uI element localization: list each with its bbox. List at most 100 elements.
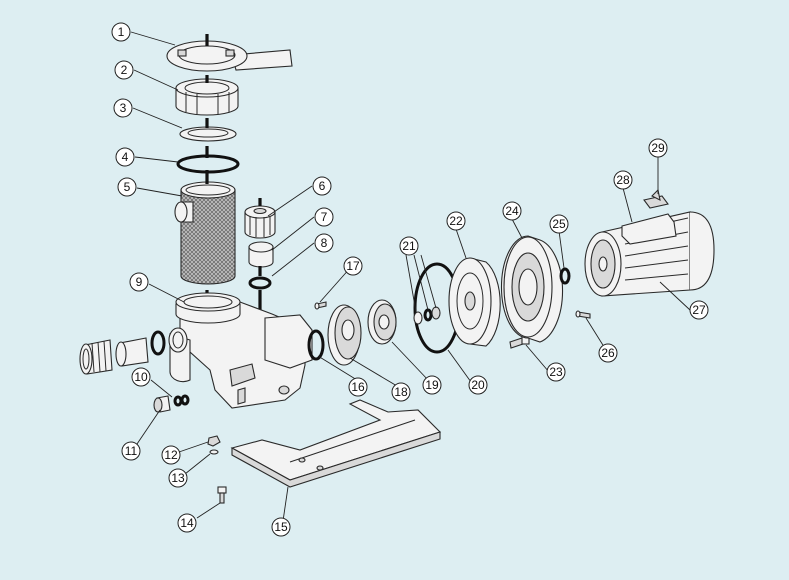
callout-label: 15 [274,520,288,534]
part-callout-3: 3 [113,98,133,118]
part-callout-2: 2 [114,60,134,80]
callout-label: 21 [402,239,416,253]
part-callout-4: 4 [115,147,135,167]
callout-circle [598,343,618,363]
callout-label: 27 [692,303,706,317]
callout-circle [129,272,149,292]
part-callout-27: 27 [689,300,709,320]
part-callout-8: 8 [314,233,334,253]
callout-label: 4 [122,150,129,164]
part-callout-20: 20 [468,375,488,395]
part-callout-23: 23 [546,362,566,382]
clear-lid [179,126,237,142]
lid-o-ring [176,154,240,174]
callout-circle [111,22,131,42]
callout-label: 8 [321,236,328,250]
pump-base [230,399,442,488]
callout-circle [114,60,134,80]
callout-circle [177,513,197,533]
callout-label: 25 [552,217,566,231]
callout-label: 19 [425,378,439,392]
small-screw [314,301,327,310]
motor-bracket [500,235,564,343]
callout-label: 7 [321,210,328,224]
callout-circle [546,362,566,382]
callout-label: 16 [351,380,365,394]
volute-o-ring [307,329,325,361]
motor [584,188,715,297]
callout-circle [399,236,419,256]
lid-assembly-axis [205,34,262,326]
inlet-union [79,330,166,375]
callout-label: 14 [180,516,194,530]
callout-circle [343,256,363,276]
callout-circle [348,377,368,397]
lid-locking-ring [175,78,239,116]
callout-circle [689,300,709,320]
diffuser [327,304,362,366]
callout-circle [161,445,181,465]
lid-wrench [166,40,293,72]
callout-label: 1 [118,25,125,39]
part-callout-5: 5 [117,177,137,197]
callout-label: 2 [121,63,128,77]
strainer-basket [174,181,236,285]
callout-label: 5 [124,180,131,194]
pump-housing [168,292,313,409]
impeller [367,299,397,345]
callout-circle [312,176,332,196]
part-callout-18: 18 [391,382,411,402]
callout-circle [502,201,522,221]
part-callout-7: 7 [314,207,334,227]
part-callout-1: 1 [111,22,131,42]
callout-label: 24 [505,204,519,218]
part-callout-29: 29 [648,138,668,158]
part-callout-26: 26 [598,343,618,363]
callout-circle [131,367,151,387]
callout-circle [422,375,442,395]
callout-label: 28 [616,173,630,187]
callout-label: 17 [346,259,360,273]
part-callout-22: 22 [446,211,466,231]
callout-circle [121,441,141,461]
part-callout-6: 6 [312,176,332,196]
part-callout-15: 15 [271,517,291,537]
part-callout-25: 25 [549,214,569,234]
callout-circle [549,214,569,234]
drain-plug-knurled [244,205,276,239]
callout-label: 29 [651,141,665,155]
part-callout-28: 28 [613,170,633,190]
part-callout-10: 10 [131,367,151,387]
callout-label: 11 [125,444,138,458]
shaft-o-ring [559,267,571,285]
drain-plug [153,394,190,413]
part-callout-19: 19 [422,375,442,395]
callout-circle [271,517,291,537]
part-callout-9: 9 [129,272,149,292]
part-callout-21: 21 [399,236,419,256]
callout-label: 12 [164,448,178,462]
callout-label: 23 [549,365,563,379]
callout-label: 13 [171,471,185,485]
callout-circle [391,382,411,402]
part-callout-13: 13 [168,468,188,488]
callout-label: 18 [394,385,408,399]
callout-circle [117,177,137,197]
part-callout-17: 17 [343,256,363,276]
base-bolt [217,486,227,504]
callout-label: 3 [120,101,127,115]
callout-circle [468,375,488,395]
callout-label: 20 [471,378,485,392]
callout-circle [168,468,188,488]
seal-plate [448,257,501,347]
callout-circle [446,211,466,231]
mechanical-seal [413,306,441,325]
callout-circle [648,138,668,158]
plug-sleeve [248,241,274,268]
callout-label: 10 [134,370,148,384]
motor-screw [575,310,591,319]
nut-and-washer [207,435,221,455]
leader-lines [130,31,691,522]
